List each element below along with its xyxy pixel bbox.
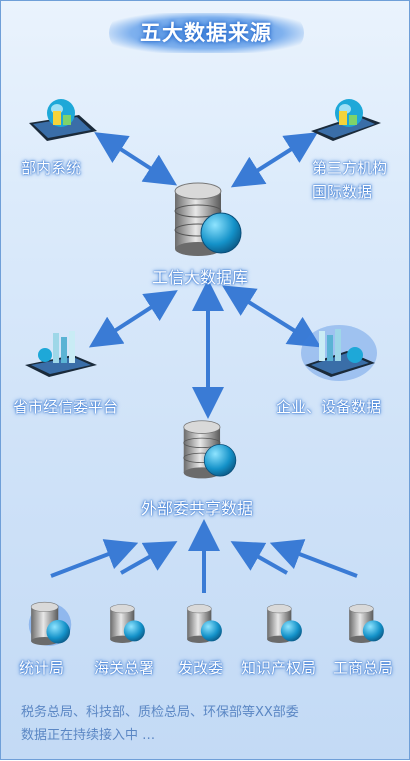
database-globe-icon: [28, 601, 72, 646]
database-globe-icon: [186, 604, 222, 643]
node-external-shared: 外部委共享数据: [141, 499, 254, 518]
arrow-thirdparty-db: [230, 132, 318, 188]
tablet-globe-icon: [311, 99, 381, 141]
node-dept-internal: 部内系统: [21, 159, 82, 177]
database-globe-icon: [109, 604, 145, 643]
diagram-title: 五大数据来源: [140, 21, 272, 45]
tablet-chart-icon: [25, 331, 97, 377]
source-label: 海关总署: [94, 659, 155, 677]
arrow-saic: [269, 539, 358, 578]
node-third-party: 第三方机构: [312, 159, 388, 177]
arrow-cnipa: [230, 541, 288, 575]
node-miit-db: 工信大数据库: [152, 268, 249, 287]
tablet-chart-icon: [301, 325, 377, 381]
tablet-globe-icon: [29, 99, 97, 141]
title-glow: [109, 13, 304, 53]
database-globe-icon: [174, 182, 242, 256]
footnote-line: 税务总局、科技部、质检总局、环保部等XX部委: [21, 705, 299, 720]
node-international-data: 国际数据: [312, 183, 373, 201]
source-label: 知识产权局: [241, 659, 317, 677]
footnote-line: 数据正在持续接入中 …: [21, 728, 156, 743]
arrow-customs: [120, 541, 178, 575]
arrow-dept-db: [94, 132, 178, 186]
database-globe-icon: [348, 604, 384, 643]
source-label: 工商总局: [333, 659, 394, 677]
source-label: 发改委: [178, 659, 224, 677]
arrow-db-provincial: [88, 290, 178, 348]
arrow-stat: [50, 539, 139, 578]
database-globe-icon: [183, 420, 237, 479]
database-globe-icon: [266, 604, 302, 643]
source-label: 统计局: [19, 659, 65, 677]
node-enterprise: 企业、设备数据: [276, 398, 382, 416]
arrow-db-enterprise: [222, 285, 322, 348]
node-provincial: 省市经信委平台: [13, 398, 119, 416]
